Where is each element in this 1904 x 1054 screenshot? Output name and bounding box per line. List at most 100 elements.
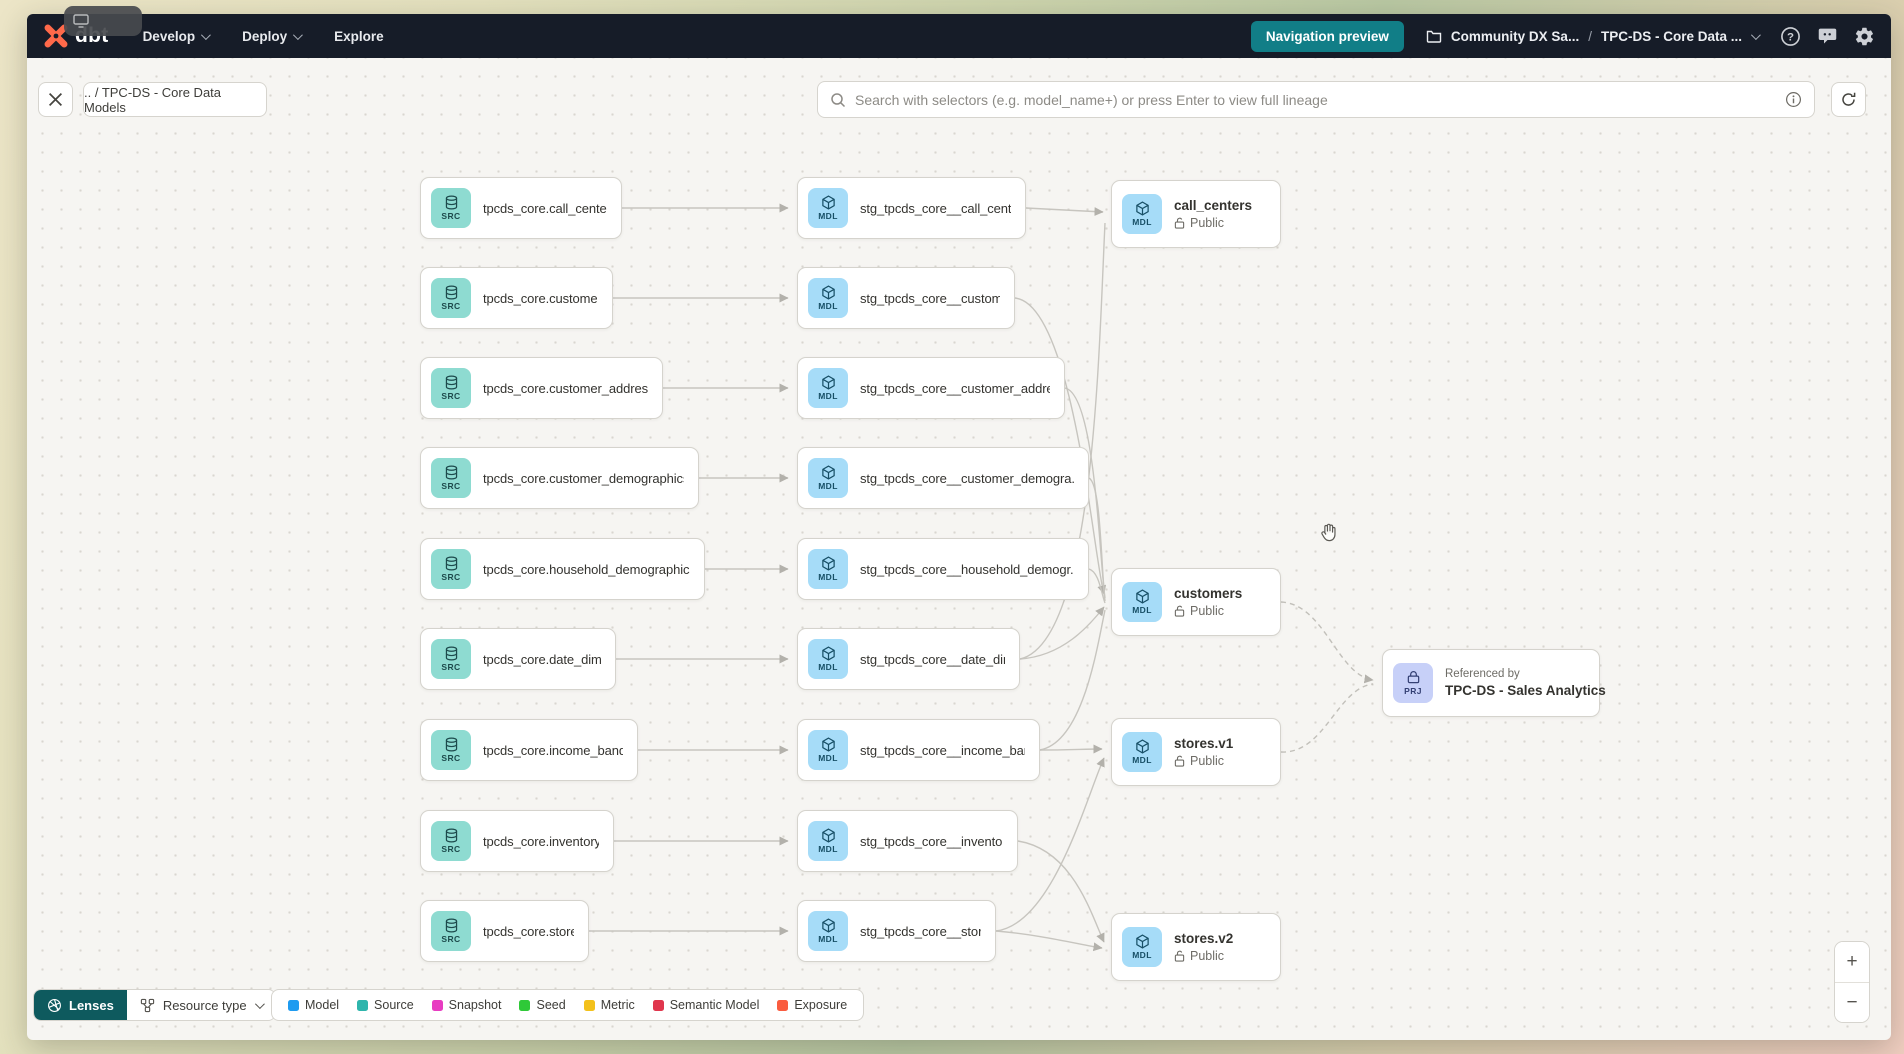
source-icon: SRC [431, 188, 471, 228]
refresh-icon [1842, 92, 1856, 106]
legend-swatch [519, 999, 531, 1011]
source-node-store[interactable]: SRC tpcds_core.store [420, 900, 589, 962]
folder-icon [1426, 30, 1442, 43]
resource-type-dropdown[interactable]: Resource type [126, 990, 275, 1020]
model-node-stg-date-dim[interactable]: MDL stg_tpcds_core__date_dim [797, 628, 1020, 690]
breadcrumb-project[interactable]: Community DX Sa... [1450, 28, 1580, 44]
model-icon: MDL [808, 188, 848, 228]
menu-explore[interactable]: Explore [334, 28, 384, 44]
menu-deploy[interactable]: Deploy [242, 29, 303, 44]
lenses-toolbar: Lenses Resource type [33, 989, 276, 1021]
model-node-stg-store[interactable]: MDL stg_tpcds_core__store [797, 900, 996, 962]
model-icon: MDL [1122, 927, 1162, 967]
search-input[interactable] [855, 91, 1776, 108]
lenses-icon [48, 998, 61, 1012]
model-icon: MDL [1122, 194, 1162, 234]
source-icon: SRC [431, 278, 471, 318]
close-icon [49, 93, 62, 106]
zoom-controls: + − [1834, 941, 1870, 1023]
source-node-customer[interactable]: SRC tpcds_core.customer [420, 267, 613, 329]
info-icon[interactable] [1785, 91, 1802, 108]
model-icon: MDL [808, 911, 848, 951]
legend-swatch [777, 999, 789, 1011]
dbt-logo-icon [44, 24, 68, 48]
source-node-customer-address[interactable]: SRC tpcds_core.customer_address [420, 357, 663, 419]
top-navbar: dbt Develop Deploy Explore Navigation pr… [27, 14, 1891, 58]
model-icon: MDL [808, 730, 848, 770]
feedback-icon[interactable] [1817, 26, 1838, 47]
navbar-right: Navigation preview Community DX Sa... / … [1250, 20, 1875, 52]
model-icon: MDL [808, 549, 848, 589]
chevron-down-icon [293, 29, 303, 40]
source-icon: SRC [431, 730, 471, 770]
svg-text:?: ? [1787, 31, 1794, 43]
public-access-icon [1174, 217, 1185, 229]
source-icon: SRC [431, 549, 471, 589]
source-icon: SRC [431, 911, 471, 951]
search-icon [831, 92, 846, 107]
lineage-search [817, 81, 1815, 118]
resource-type-icon [140, 998, 154, 1012]
chevron-down-icon [201, 29, 211, 40]
source-node-call-center[interactable]: SRC tpcds_core.call_center [420, 177, 622, 239]
legend-swatch [357, 999, 369, 1011]
model-node-stg-customer-address[interactable]: MDL stg_tpcds_core__customer_address [797, 357, 1065, 419]
source-icon: SRC [431, 639, 471, 679]
public-model-node-stores-v1[interactable]: MDL stores.v1 Public [1111, 718, 1281, 786]
close-lineage-button[interactable] [38, 82, 73, 117]
public-access-icon [1174, 605, 1185, 617]
public-model-node-call-centers[interactable]: MDL call_centers Public [1111, 180, 1281, 248]
source-node-household-demographics[interactable]: SRC tpcds_core.household_demographics [420, 538, 705, 600]
screen-icon [73, 14, 89, 28]
legend-item-snapshot: Snapshot [431, 998, 501, 1012]
chevron-down-icon[interactable] [1750, 29, 1761, 40]
model-icon: MDL [808, 821, 848, 861]
public-access-icon [1174, 755, 1185, 767]
public-model-node-customers[interactable]: MDL customers Public [1111, 568, 1281, 636]
project-breadcrumb: Community DX Sa... / TPC-DS - Core Data … [1426, 28, 1761, 44]
model-node-stg-customer-demographics[interactable]: MDL stg_tpcds_core__customer_demogra... [797, 447, 1089, 509]
model-icon: MDL [808, 278, 848, 318]
referenced-by-project-node[interactable]: PRJ Referenced by TPC-DS - Sales Analyti… [1382, 649, 1606, 717]
source-node-customer-demographics[interactable]: SRC tpcds_core.customer_demographics [420, 447, 699, 509]
resource-legend: Model Source Snapshot Seed Metric Semant… [271, 989, 865, 1021]
legend-item-semantic-model: Semantic Model [652, 998, 759, 1012]
source-icon: SRC [431, 368, 471, 408]
refresh-lineage-button[interactable] [1831, 82, 1866, 117]
lenses-button[interactable]: Lenses [34, 990, 127, 1020]
breadcrumb-page[interactable]: TPC-DS - Core Data ... [1600, 28, 1742, 44]
navbar-icons: ? [1780, 26, 1875, 47]
zoom-out-button[interactable]: − [1835, 982, 1869, 1022]
grab-hand-cursor-icon [1318, 522, 1340, 549]
model-node-stg-income-band[interactable]: MDL stg_tpcds_core__income_band [797, 719, 1040, 781]
model-node-stg-call-center[interactable]: MDL stg_tpcds_core__call_center [797, 177, 1026, 239]
source-node-date-dim[interactable]: SRC tpcds_core.date_dim [420, 628, 616, 690]
project-icon: PRJ [1393, 663, 1433, 703]
model-icon: MDL [1122, 582, 1162, 622]
menu-develop[interactable]: Develop [143, 29, 211, 44]
app-window: dbt Develop Deploy Explore Navigation pr… [27, 14, 1891, 1040]
lineage-breadcrumb[interactable]: .. / TPC-DS - Core Data Models [83, 82, 267, 117]
model-node-stg-household-demographics[interactable]: MDL stg_tpcds_core__household_demogr... [797, 538, 1089, 600]
legend-swatch [288, 999, 299, 1011]
model-icon: MDL [808, 458, 848, 498]
source-icon: SRC [431, 821, 471, 861]
model-icon: MDL [1122, 732, 1162, 772]
public-access-icon [1174, 950, 1185, 962]
zoom-in-button[interactable]: + [1835, 942, 1869, 982]
screen-share-tab [64, 6, 142, 36]
public-model-node-stores-v2[interactable]: MDL stores.v2 Public [1111, 913, 1281, 981]
legend-item-model: Model [288, 998, 339, 1012]
source-node-income-band[interactable]: SRC tpcds_core.income_band [420, 719, 638, 781]
main-menu: Develop Deploy Explore [143, 29, 384, 44]
model-node-stg-customer[interactable]: MDL stg_tpcds_core__customer [797, 267, 1015, 329]
source-node-inventory[interactable]: SRC tpcds_core.inventory [420, 810, 614, 872]
settings-gear-icon[interactable] [1854, 26, 1875, 47]
legend-item-metric: Metric [583, 998, 635, 1012]
navigation-preview-button[interactable]: Navigation preview [1250, 20, 1404, 52]
legend-swatch [431, 999, 443, 1011]
help-icon[interactable]: ? [1780, 26, 1801, 47]
model-node-stg-inventory[interactable]: MDL stg_tpcds_core__inventory [797, 810, 1018, 872]
source-icon: SRC [431, 458, 471, 498]
legend-item-exposure: Exposure [777, 998, 847, 1012]
